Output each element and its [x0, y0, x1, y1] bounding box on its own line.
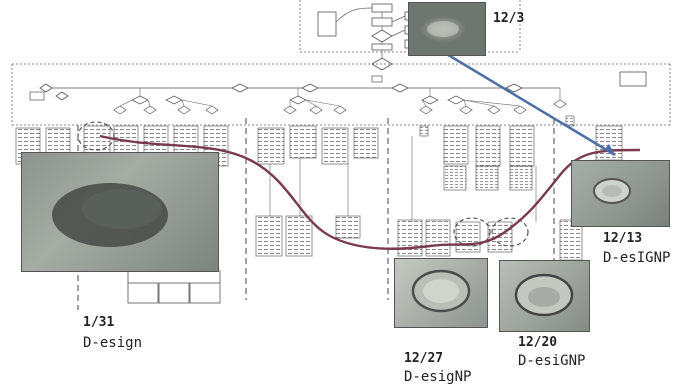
label-12-20: D-esiGNP: [518, 354, 585, 368]
date-12-20: 12/20: [518, 336, 557, 349]
date-1-31: 1/31: [83, 316, 114, 329]
photo-12-3: [408, 2, 486, 56]
photo-12-20: [499, 260, 590, 332]
photo-12-13: [571, 160, 670, 227]
label-12-27: D-esigNP: [404, 370, 471, 384]
date-12-3: 12/3: [493, 12, 524, 25]
photo-1-31: [21, 152, 219, 272]
photo-12-27: [394, 258, 488, 328]
label-12-13: D-esIGNP: [603, 251, 670, 265]
date-12-13: 12/13: [603, 232, 642, 245]
date-12-27: 12/27: [404, 352, 443, 365]
label-1-31: D-esign: [83, 336, 142, 350]
